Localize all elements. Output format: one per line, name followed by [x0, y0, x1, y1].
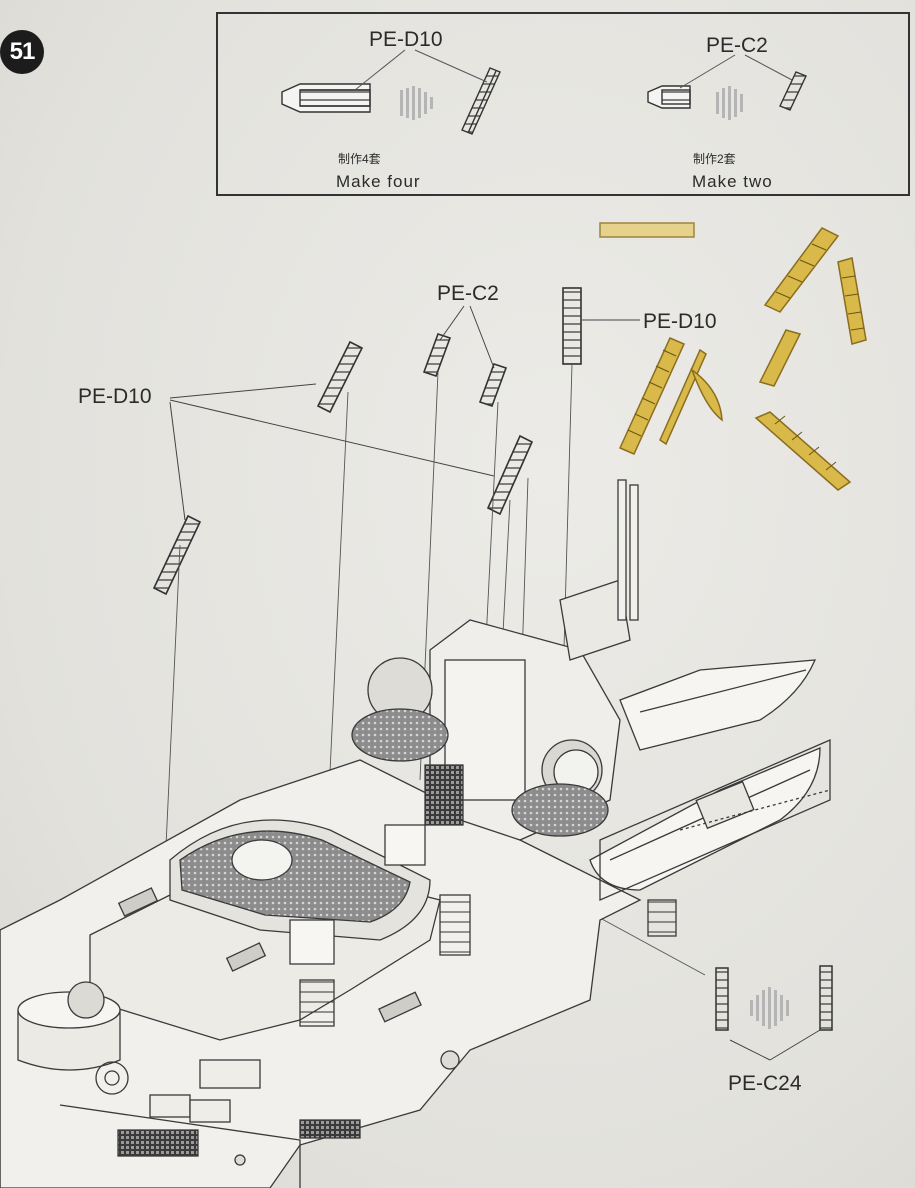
- pe-c24-arrow: [750, 987, 789, 1029]
- assembly-inset-box: [216, 12, 910, 196]
- callout-leader-lines: [169, 305, 821, 1061]
- inset-right-part-label: PE-C2: [706, 34, 768, 57]
- inset-right-chinese-label: 制作2套: [693, 152, 736, 166]
- step-number: 51: [9, 38, 36, 65]
- inset-pe-d10-folded-part: [461, 67, 501, 135]
- inset-right-instruction: Make two: [692, 172, 773, 191]
- inset-pe-c2-folded-part: [779, 71, 807, 111]
- callout-pe-d10-right: PE-D10: [643, 310, 717, 333]
- inset-left-chinese-label: 制作4套: [338, 152, 381, 166]
- callout-pe-d10-left: PE-D10: [78, 385, 152, 408]
- callout-pe-c24: PE-C24: [728, 1072, 802, 1095]
- pe-c2-loose-ladders: [422, 332, 508, 408]
- callout-pe-c2: PE-C2: [437, 282, 499, 305]
- brass-photo-etch-parts: [599, 222, 867, 491]
- brass-rungs: [627, 243, 865, 471]
- inset-pe-d10-flat-part: [281, 83, 371, 113]
- inset-left-part-label: PE-D10: [369, 28, 443, 51]
- inset-left-instruction: Make four: [336, 172, 421, 191]
- inset-pe-c2-flat-part: [647, 85, 691, 109]
- ship-superstructure: [0, 479, 831, 1188]
- step-number-badge: 51: [0, 30, 44, 74]
- pe-d10-loose-ladders: [152, 287, 582, 596]
- inset-right-leaders: [679, 54, 793, 89]
- inset-left-leaders: [354, 49, 488, 91]
- pe-c24-parts: [715, 965, 833, 1031]
- inset-fold-arrow-1: [400, 86, 433, 120]
- inset-fold-arrow-2: [716, 86, 743, 120]
